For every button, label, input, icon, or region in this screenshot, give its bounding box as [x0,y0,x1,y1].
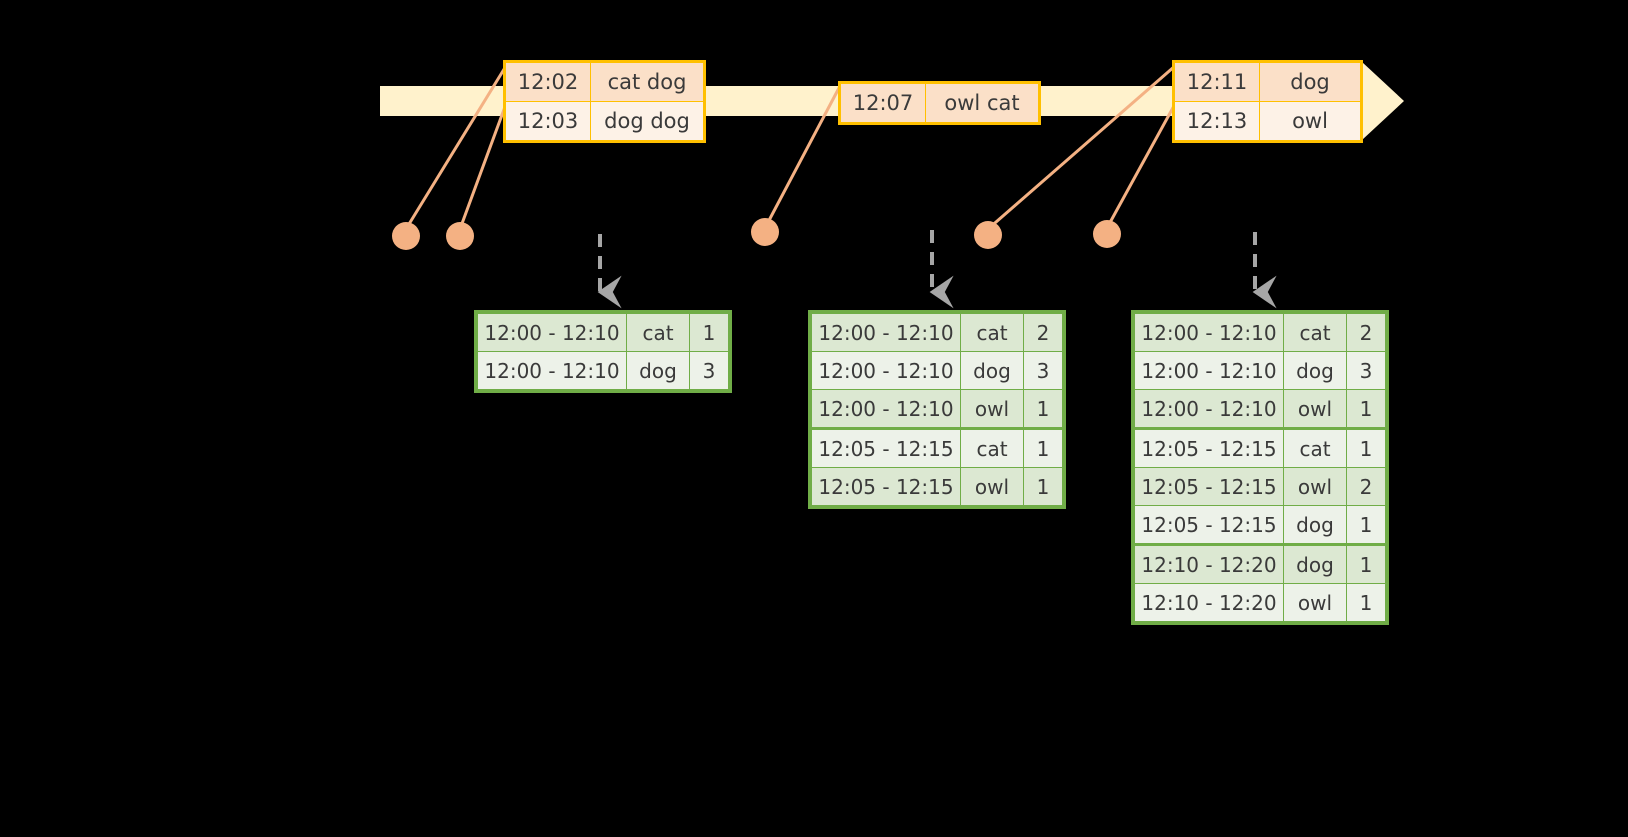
window-cell: 12:05 - 12:15 [1132,505,1284,545]
flow-arrows [597,230,1277,309]
event-words: owl cat [925,82,1040,124]
event-marker-dots [392,218,1121,250]
result-table-1: 12:00 - 12:10 cat 1 12:00 - 12:10 dog 3 [474,310,732,393]
count-cell: 2 [1346,311,1388,352]
event-time: 12:03 [504,101,591,142]
event-time: 12:02 [504,61,591,102]
count-cell: 3 [1346,351,1388,390]
event-dot-4 [974,221,1002,249]
event-table-group-3: 12:11 dog 12:13 owl [1172,60,1363,143]
count-cell: 3 [1023,351,1065,390]
word-cell: owl [960,389,1024,429]
event-table-group-2: 12:07 owl cat [838,81,1041,125]
window-cell: 12:05 - 12:15 [809,467,961,508]
window-cell: 12:00 - 12:10 [475,351,627,392]
table-row: 12:05 - 12:15 cat 1 [1132,427,1388,468]
event-row: 12:11 dog [1173,61,1362,102]
word-cell: owl [1283,389,1347,429]
count-cell: 1 [1346,427,1388,468]
table-row: 12:00 - 12:10 cat 2 [1132,311,1388,352]
window-cell: 12:00 - 12:10 [809,311,961,352]
count-cell: 2 [1346,467,1388,506]
connector-line-2 [458,103,508,230]
event-row: 12:02 cat dog [504,61,705,102]
result-table-3: 12:00 - 12:10 cat 2 12:00 - 12:10 dog 3 … [1131,310,1389,625]
event-dot-2 [446,222,474,250]
word-cell: dog [1283,543,1347,584]
word-cell: dog [626,351,690,392]
word-cell: cat [1283,311,1347,352]
count-cell: 1 [1346,583,1388,624]
table-row: 12:05 - 12:15 dog 1 [1132,505,1388,545]
event-time: 12:11 [1173,61,1260,102]
window-cell: 12:10 - 12:20 [1132,583,1284,624]
event-words: dog dog [590,101,705,142]
event-dot-3 [751,218,779,246]
word-cell: cat [960,311,1024,352]
word-cell: dog [960,351,1024,390]
table-row: 12:00 - 12:10 owl 1 [1132,389,1388,429]
word-cell: dog [1283,505,1347,545]
result-table-2: 12:00 - 12:10 cat 2 12:00 - 12:10 dog 3 … [808,310,1066,509]
table-row: 12:00 - 12:10 dog 3 [1132,351,1388,390]
event-words: dog [1259,61,1362,102]
table-row: 12:00 - 12:10 cat 1 [475,311,731,352]
connector-line-5 [1105,103,1177,229]
count-cell: 3 [689,351,731,392]
word-cell: cat [626,311,690,352]
window-cell: 12:00 - 12:10 [1132,351,1284,390]
window-cell: 12:00 - 12:10 [475,311,627,352]
count-cell: 1 [1346,505,1388,545]
count-cell: 1 [689,311,731,352]
table-row: 12:00 - 12:10 dog 3 [809,351,1065,390]
table-row: 12:05 - 12:15 owl 1 [809,467,1065,508]
table-row: 12:10 - 12:20 owl 1 [1132,583,1388,624]
window-cell: 12:00 - 12:10 [809,351,961,390]
window-cell: 12:10 - 12:20 [1132,543,1284,584]
count-cell: 1 [1023,467,1065,508]
event-table-group-1: 12:02 cat dog 12:03 dog dog [503,60,706,143]
window-cell: 12:05 - 12:15 [1132,427,1284,468]
table-row: 12:00 - 12:10 owl 1 [809,389,1065,429]
event-words: cat dog [590,61,705,102]
event-row: 12:07 owl cat [839,82,1040,124]
word-cell: owl [960,467,1024,508]
window-cell: 12:05 - 12:15 [809,427,961,468]
word-cell: cat [1283,427,1347,468]
event-time: 12:13 [1173,101,1260,142]
connector-line-3 [763,85,842,229]
event-dot-1 [392,222,420,250]
table-row: 12:05 - 12:15 owl 2 [1132,467,1388,506]
window-cell: 12:00 - 12:10 [1132,389,1284,429]
count-cell: 1 [1346,543,1388,584]
event-dot-5 [1093,220,1121,248]
event-row: 12:13 owl [1173,101,1362,142]
event-time: 12:07 [839,82,926,124]
connector-line-1 [404,65,508,230]
table-row: 12:00 - 12:10 cat 2 [809,311,1065,352]
word-cell: owl [1283,583,1347,624]
count-cell: 1 [1023,389,1065,429]
word-cell: owl [1283,467,1347,506]
window-cell: 12:00 - 12:10 [1132,311,1284,352]
word-cell: dog [1283,351,1347,390]
table-row: 12:00 - 12:10 dog 3 [475,351,731,392]
table-row: 12:10 - 12:20 dog 1 [1132,543,1388,584]
event-words: owl [1259,101,1362,142]
window-cell: 12:00 - 12:10 [809,389,961,429]
count-cell: 2 [1023,311,1065,352]
count-cell: 1 [1023,427,1065,468]
window-cell: 12:05 - 12:15 [1132,467,1284,506]
count-cell: 1 [1346,389,1388,429]
event-row: 12:03 dog dog [504,101,705,142]
table-row: 12:05 - 12:15 cat 1 [809,427,1065,468]
word-cell: cat [960,427,1024,468]
